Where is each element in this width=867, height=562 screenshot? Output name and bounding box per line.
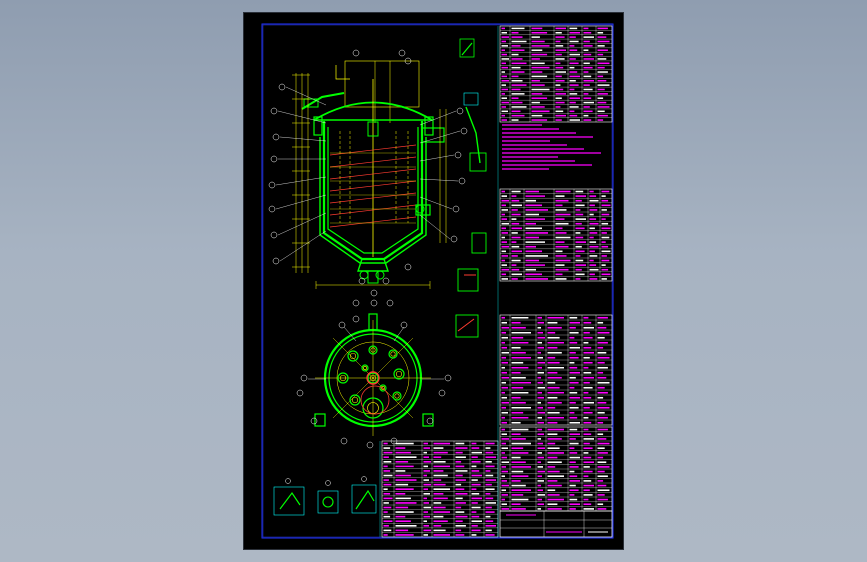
drawing-sheet (244, 13, 623, 549)
plan-top-nozzle (368, 313, 378, 331)
detail-e (455, 314, 479, 338)
top-frame (344, 60, 420, 108)
detail-h (351, 484, 377, 514)
inlet-pipe (301, 92, 345, 110)
detail-d (457, 268, 479, 292)
side-nozzle (421, 127, 445, 143)
detail-b (469, 152, 487, 172)
agitator-ring (366, 371, 380, 385)
vessel-jacket (319, 137, 427, 264)
detail-c (471, 232, 487, 254)
title-block (499, 510, 613, 538)
drawing-border (261, 23, 614, 539)
drawing-canvas (261, 23, 614, 539)
bottom-outlet (357, 258, 389, 272)
vessel-shell (322, 121, 424, 261)
detail-f (273, 486, 305, 516)
detail-g (317, 490, 339, 514)
detail-a (459, 38, 475, 58)
